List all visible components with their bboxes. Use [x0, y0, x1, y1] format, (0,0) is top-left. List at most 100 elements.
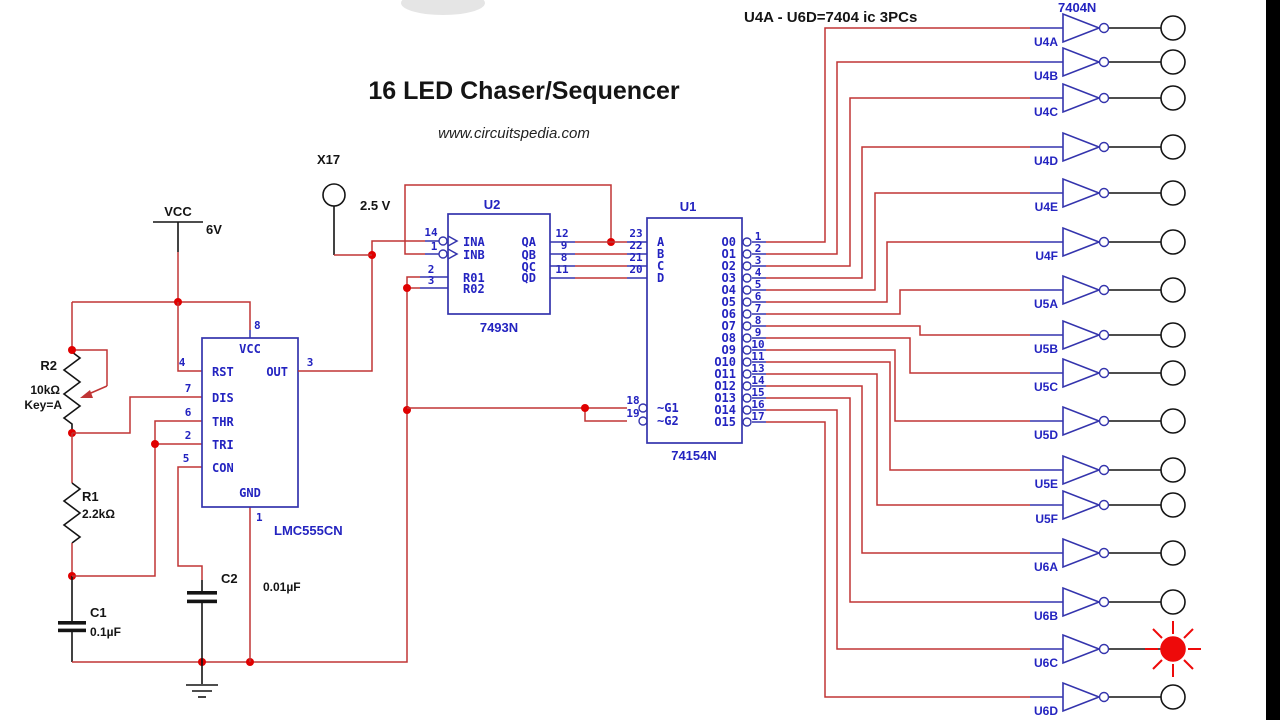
u2-pin1: 1 — [431, 240, 438, 253]
enable-bubble — [638, 416, 648, 426]
u1-g2: ~G2 — [657, 414, 679, 428]
c2-value: 0.01µF — [263, 580, 301, 594]
inverter-u5e: U5E — [1030, 454, 1186, 491]
r2-wiper-arrowhead — [80, 390, 93, 398]
pin-label-tri: TRI — [212, 438, 234, 452]
top-note: U4A - U6D=7404 ic 3PCs — [744, 9, 917, 26]
probe-value: 2.5 V — [360, 198, 391, 213]
svg-text:U5C: U5C — [1034, 380, 1058, 394]
inverter-u4e: U4E — [1030, 177, 1186, 214]
svg-text:17: 17 — [751, 410, 764, 423]
svg-text:O7: O7 — [722, 319, 736, 333]
inverter-u4b: U4B — [1030, 46, 1186, 83]
u1-pin23: 23 — [629, 227, 642, 240]
svg-text:11: 11 — [751, 350, 765, 363]
svg-text:U6C: U6C — [1034, 656, 1058, 670]
u1-pin21: 21 — [629, 251, 643, 264]
enable-bubble — [638, 403, 648, 413]
chip-u2-ref: U2 — [484, 197, 501, 212]
svg-text:U4A: U4A — [1034, 35, 1058, 49]
u2-ina: INA — [463, 235, 485, 249]
chip-u2-part: 7493N — [480, 320, 518, 335]
led-9 — [1160, 360, 1186, 386]
pin-num-2: 2 — [185, 429, 192, 442]
led-8 — [1160, 322, 1186, 348]
led-16 — [1160, 684, 1186, 710]
probe-label: X17 — [317, 152, 340, 167]
pin-num-3: 3 — [307, 356, 314, 369]
led-11 — [1160, 457, 1186, 483]
pin-label-out: OUT — [266, 365, 288, 379]
u1-output-bubbles — [742, 237, 766, 427]
r2-wiper-wire — [72, 349, 108, 386]
svg-text:U5B: U5B — [1034, 342, 1058, 356]
led-2 — [1160, 49, 1186, 75]
junction-dot — [151, 440, 159, 448]
pin-label-gnd: GND — [239, 486, 261, 500]
svg-text:13: 13 — [751, 362, 764, 375]
r2-zigzag — [62, 350, 82, 433]
ground-symbol — [186, 662, 218, 698]
led-7 — [1160, 277, 1186, 303]
resistor-r1: R1 2.2kΩ — [62, 482, 115, 544]
r2-value: 10kΩ — [30, 383, 60, 397]
svg-text:10: 10 — [751, 338, 764, 351]
r2-key: Key=A — [24, 398, 62, 412]
c2-plate — [187, 591, 217, 595]
chip-u2: U2 7493N INA INB R01 R02 14 1 2 3 QA QB … — [420, 197, 569, 335]
chip-555: VCC GND RST DIS THR TRI CON OUT 8 1 4 7 … — [179, 319, 343, 538]
pin-num-6: 6 — [185, 406, 192, 419]
junction-dot — [581, 404, 589, 412]
clock-bubble — [438, 236, 448, 246]
chip-u1-body — [646, 217, 743, 444]
u1-in-a: A — [657, 235, 665, 249]
svg-text:U4E: U4E — [1035, 200, 1058, 214]
pin-label-rst: RST — [212, 365, 234, 379]
wire-out-to-ina — [298, 240, 425, 372]
r1-value: 2.2kΩ — [82, 507, 115, 521]
inverter-part-label: 7404N — [1058, 0, 1096, 15]
inverter-u5b: U5B — [1030, 319, 1186, 356]
svg-text:2: 2 — [755, 242, 762, 255]
svg-text:U4C: U4C — [1034, 105, 1058, 119]
u2-qa: QA — [522, 235, 537, 249]
u2-pin2: 2 — [428, 263, 435, 276]
chip-u1: U1 74154N A B C D 23 22 21 20 ~G1 ~G2 18… — [626, 199, 766, 463]
svg-text:3: 3 — [755, 254, 762, 267]
svg-text:O11: O11 — [714, 367, 736, 381]
page-subtitle: www.circuitspedia.com — [438, 125, 590, 142]
svg-text:U4D: U4D — [1034, 154, 1058, 168]
inverter-u6d: U6D — [1030, 681, 1186, 718]
page-title: 16 LED Chaser/Sequencer — [368, 77, 680, 105]
chip-u1-part: 74154N — [671, 448, 717, 463]
c1-value: 0.1µF — [90, 625, 121, 639]
svg-text:O6: O6 — [722, 307, 736, 321]
pin-num-4: 4 — [179, 356, 186, 369]
chip-u2-body — [447, 213, 551, 315]
svg-text:U5E: U5E — [1035, 477, 1058, 491]
svg-text:U4F: U4F — [1035, 249, 1058, 263]
c1-plate — [58, 621, 86, 625]
r1-zigzag — [62, 482, 82, 544]
svg-text:O3: O3 — [722, 271, 736, 285]
output-routing-wires — [766, 27, 1030, 698]
led-15-lit — [1145, 621, 1201, 677]
svg-text:O10: O10 — [714, 355, 736, 369]
wire-qa-feedback — [404, 184, 612, 255]
vcc-value: 6V — [206, 222, 222, 237]
led-6 — [1160, 229, 1186, 255]
u2-pin8: 8 — [561, 251, 568, 264]
inverter-u4a: U4A — [1030, 12, 1186, 49]
svg-text:O2: O2 — [722, 259, 736, 273]
u1-pin20: 20 — [629, 263, 642, 276]
clock-bubble — [438, 249, 448, 259]
u1-g1: ~G1 — [657, 401, 679, 415]
svg-text:U4B: U4B — [1034, 69, 1058, 83]
wire-vcc-rail — [72, 301, 251, 330]
svg-text:5: 5 — [755, 278, 762, 291]
svg-text:U5F: U5F — [1035, 512, 1058, 526]
pin-num-5: 5 — [183, 452, 190, 465]
svg-text:O4: O4 — [722, 283, 736, 297]
svg-text:14: 14 — [751, 374, 765, 387]
svg-text:O5: O5 — [722, 295, 736, 309]
